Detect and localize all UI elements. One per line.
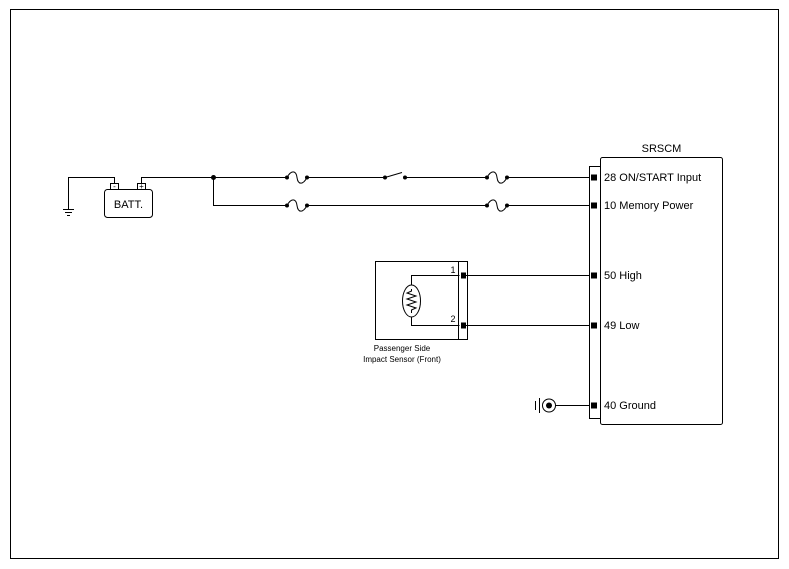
fuse-icon — [485, 199, 509, 212]
ignition-switch-icon — [383, 172, 407, 180]
sensor-body — [375, 261, 459, 340]
ground-stud-icon — [535, 398, 556, 413]
chassis-ground-icon — [63, 209, 74, 216]
battery-negative-sign: - — [113, 182, 116, 191]
battery-positive-sign: + — [139, 182, 144, 191]
sensor-caption-line2: Impact Sensor (Front) — [363, 355, 441, 364]
sensor-pin-1 — [461, 272, 466, 279]
wire-on-start — [141, 171, 591, 184]
module-ground — [535, 398, 591, 413]
module-body — [600, 157, 723, 425]
pin-10-terminal — [591, 202, 597, 209]
pin-49-terminal — [591, 322, 597, 329]
pin-28-label: 28 ON/START Input — [604, 172, 701, 184]
fuse-icon — [485, 171, 509, 184]
pin-10-label: 10 Memory Power — [604, 200, 694, 212]
pin-49-label: 49 Low — [604, 320, 640, 332]
battery-body — [104, 189, 153, 218]
pin-50-terminal — [591, 272, 597, 279]
pin-50-label: 50 High — [604, 270, 642, 282]
sensor-pin-2-label: 2 — [450, 314, 455, 324]
wire-memory-power — [213, 177, 591, 212]
battery: - + BATT. — [104, 182, 153, 218]
pin-40-terminal — [591, 402, 597, 409]
fuse-icon — [285, 171, 309, 184]
sensor-pin-2 — [461, 322, 466, 329]
sensor-caption-line1: Passenger Side — [374, 344, 431, 353]
srscm-module: SRSCM 28 ON/START Input 10 Memory Power … — [589, 143, 723, 425]
battery-label: BATT. — [114, 199, 143, 211]
pin-28-terminal — [591, 174, 597, 181]
diagram-frame — [10, 9, 779, 559]
battery-ground — [63, 177, 115, 216]
impact-sensor: 1 2 Passenger Side Impact Sensor (Front) — [363, 261, 468, 364]
sensor-pin-1-label: 1 — [450, 265, 455, 275]
module-title: SRSCM — [642, 143, 682, 155]
pin-40-label: 40 Ground — [604, 400, 656, 412]
fuse-icon — [285, 199, 309, 212]
